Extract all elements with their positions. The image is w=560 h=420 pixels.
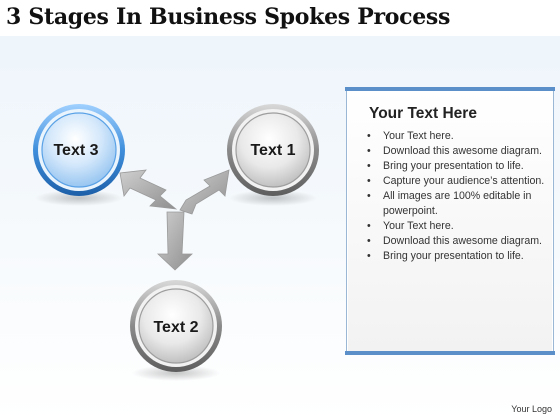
- bullet-item: All images are 100% editable in powerpoi…: [365, 189, 545, 219]
- bullet-item: Download this awesome diagram.: [365, 144, 545, 159]
- arrow-to-text3: [119, 169, 178, 210]
- panel-title: Your Text Here: [369, 105, 477, 122]
- node-text1-label: Text 1: [250, 142, 296, 159]
- node-1-shadow: [229, 190, 317, 206]
- bullet-item: Bring your presentation to life.: [365, 249, 545, 264]
- spoke-arrows: [119, 169, 230, 271]
- node-text1-circle: [227, 104, 319, 196]
- bullet-item: Capture your audience’s attention.: [365, 174, 545, 189]
- node-text3-circle: [33, 104, 125, 196]
- bullet-item: Download this awesome diagram.: [365, 234, 545, 249]
- slide-title: 3 Stages In Business Spokes Process: [6, 4, 451, 30]
- panel-bullet-list: Your Text here. Download this awesome di…: [365, 129, 545, 264]
- bullet-item: Bring your presentation to life.: [365, 159, 545, 174]
- node-2-shadow: [132, 365, 220, 381]
- node-text2-circle: [130, 280, 222, 372]
- text-panel: Your Text Here Your Text here. Download …: [345, 87, 555, 355]
- bullet-item: Your Text here.: [365, 219, 545, 234]
- arrow-to-text2: [156, 211, 194, 271]
- node-text3-label: Text 3: [53, 142, 99, 159]
- panel-bottom-bar: [345, 351, 555, 355]
- arrow-to-text1: [179, 169, 230, 215]
- node-text2-label: Text 2: [153, 319, 199, 336]
- panel-top-bar: [345, 87, 555, 91]
- bullet-item: Your Text here.: [365, 129, 545, 144]
- logo-placeholder: Your Logo: [511, 404, 552, 414]
- node-3-shadow: [35, 190, 123, 206]
